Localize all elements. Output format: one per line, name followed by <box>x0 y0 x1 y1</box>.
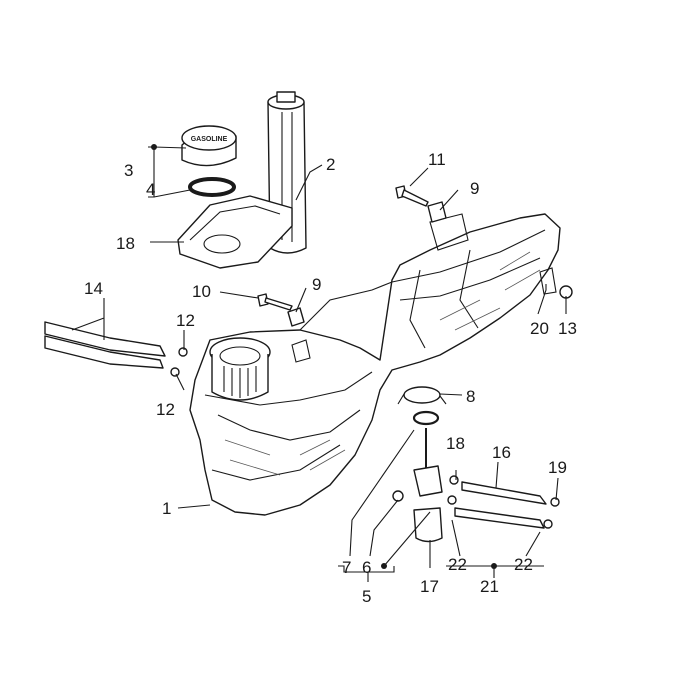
callout-12-upper: 12 <box>176 311 195 330</box>
callout-20: 20 <box>530 319 549 338</box>
callout-12-lower: 12 <box>156 400 175 419</box>
callout-22-right: 22 <box>514 555 533 574</box>
fuel-hoses <box>447 475 560 529</box>
fasteners <box>257 185 573 327</box>
callout-10: 10 <box>192 282 211 301</box>
callout-22-left: 22 <box>448 555 467 574</box>
callout-6: 6 <box>362 558 371 577</box>
filler-neck <box>209 337 271 401</box>
filler-tray <box>177 195 293 269</box>
callout-8: 8 <box>466 387 475 406</box>
fuel-tap <box>392 428 443 543</box>
hose-clamps-12 <box>170 347 188 377</box>
callout-14: 14 <box>84 279 103 298</box>
cap-text: GASOLINE <box>191 136 228 143</box>
callout-3: 3 <box>124 161 133 180</box>
callout-2: 2 <box>326 155 335 174</box>
callout-21: 21 <box>480 577 499 596</box>
callout-18-lower: 18 <box>116 234 135 253</box>
callout-17: 17 <box>420 577 439 596</box>
callout-labels: 1 2 3 4 5 6 7 8 9 9 10 11 12 12 13 14 16… <box>84 150 577 606</box>
vent-hoses <box>44 321 166 369</box>
callout-16: 16 <box>492 443 511 462</box>
tap-seal <box>412 410 440 426</box>
callout-18-upper: 18 <box>446 434 465 453</box>
callout-4: 4 <box>146 180 155 199</box>
callout-5: 5 <box>362 587 371 606</box>
callout-19: 19 <box>548 458 567 477</box>
fuel-cap: GASOLINE <box>181 125 237 167</box>
callout-11: 11 <box>428 150 446 169</box>
callout-13: 13 <box>558 319 577 338</box>
callout-9-upper: 9 <box>470 179 479 198</box>
fuel-clamp <box>397 386 447 405</box>
leader-lines <box>71 144 567 582</box>
callout-1: 1 <box>162 499 171 518</box>
fuel-tank <box>189 213 561 516</box>
callout-7: 7 <box>342 558 351 577</box>
callout-9-lower: 9 <box>312 275 321 294</box>
o-ring <box>188 177 236 197</box>
